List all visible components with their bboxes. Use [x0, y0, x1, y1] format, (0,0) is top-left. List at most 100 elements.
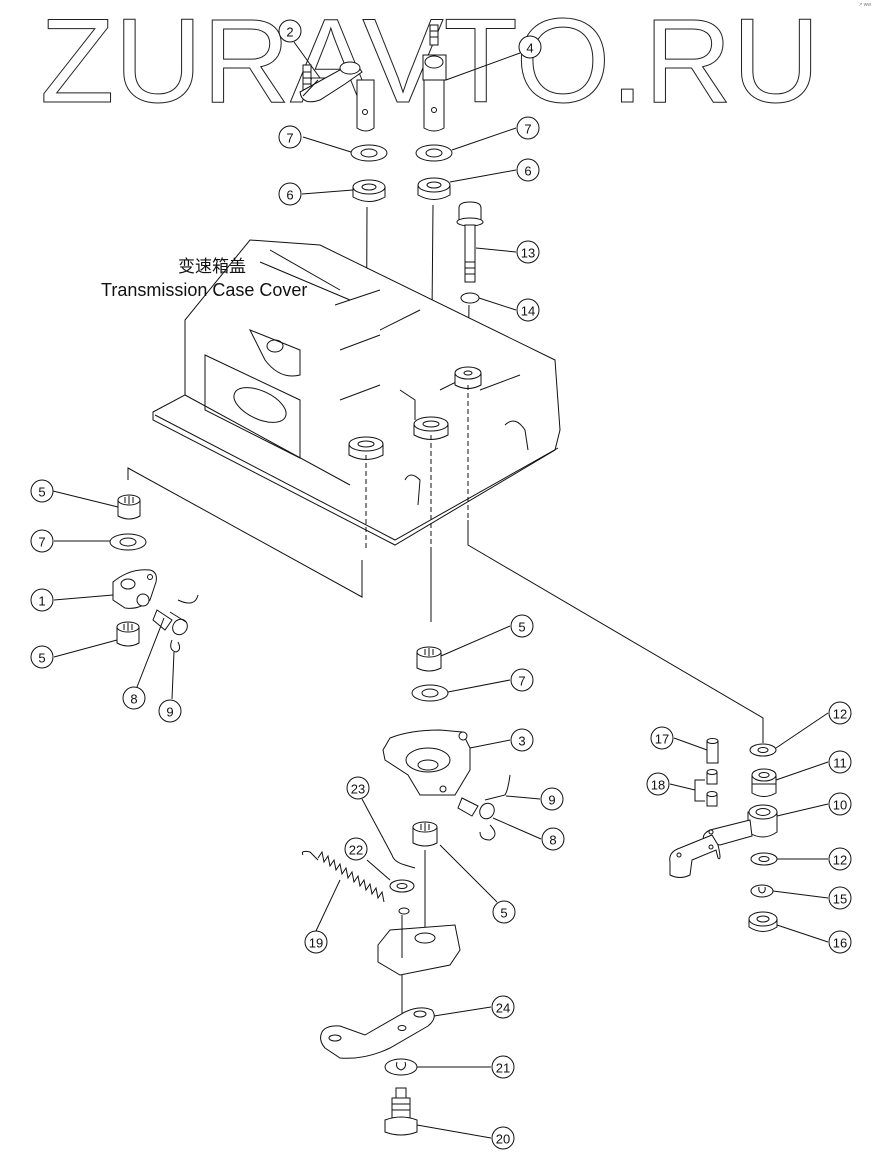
caption-chinese: 变速箱盖 [178, 257, 246, 276]
callout-number: 4 [526, 41, 533, 56]
callout-18: 18 [646, 772, 670, 796]
pins-18 [694, 769, 718, 807]
callout-8: 8 [122, 686, 146, 710]
callout-number: 12 [833, 707, 847, 722]
callout-circle [491, 1055, 515, 1079]
callout-number: 10 [833, 798, 847, 813]
callout-circle [346, 776, 370, 800]
callout-circle [30, 645, 54, 669]
callout-circle [122, 686, 146, 710]
callout-circle [304, 930, 328, 954]
seal-6-left [352, 179, 386, 202]
callout-number: 9 [166, 705, 173, 720]
callout-circle [510, 728, 534, 752]
callout-number: 17 [655, 732, 669, 747]
callout-number: 2 [286, 25, 293, 40]
callout-circle [278, 182, 302, 206]
bushing-11 [751, 768, 777, 797]
bolt-13 [456, 201, 484, 283]
leader-lines [52, 41, 829, 1139]
callout-number: 18 [651, 778, 665, 793]
transmission-case-cover [152, 239, 561, 546]
callout-5: 5 [30, 645, 54, 669]
callout-number: 7 [518, 674, 525, 689]
callout-circle [828, 701, 852, 725]
callout-number: 5 [500, 906, 507, 921]
callout-1: 1 [30, 588, 54, 612]
callout-number: 24 [496, 1001, 510, 1016]
washer-12-top [749, 743, 777, 757]
callout-16: 16 [828, 930, 852, 954]
snap-ring-15 [750, 884, 774, 898]
callout-4: 4 [518, 35, 542, 59]
callout-15: 15 [828, 886, 852, 910]
callout-19: 19 [304, 930, 328, 954]
clip-9-left [170, 594, 199, 653]
pin-17 [706, 738, 719, 764]
callout-number: 22 [349, 843, 363, 858]
callout-number: 13 [521, 246, 535, 261]
bolt-20 [384, 1087, 418, 1136]
callout-number: 1 [38, 594, 45, 609]
callout-number: 5 [38, 651, 45, 666]
spring-19 [301, 850, 410, 915]
callout-number: 12 [833, 853, 847, 868]
callout-number: 3 [518, 734, 525, 749]
plate-24 [320, 1007, 435, 1059]
washer-7-left [350, 144, 388, 162]
callout-13: 13 [516, 240, 540, 264]
callout-8: 8 [541, 827, 565, 851]
callout-number: 7 [38, 535, 45, 550]
callout-23: 23 [346, 776, 370, 800]
callout-21: 21 [491, 1055, 515, 1079]
bushing-5-lower [412, 821, 438, 847]
callout-circle [646, 772, 670, 796]
callout-12: 12 [828, 701, 852, 725]
callout-circle [30, 588, 54, 612]
pin-8-center [457, 797, 495, 820]
callout-circle [516, 240, 540, 264]
shift-arm-1 [112, 569, 157, 609]
callout-number: 7 [286, 131, 293, 146]
callout-circle [516, 116, 540, 140]
callout-circle [828, 886, 852, 910]
callout-number: 23 [351, 782, 365, 797]
callout-14: 14 [516, 298, 540, 322]
callout-number: 7 [524, 122, 531, 137]
callout-number: 19 [309, 936, 323, 951]
washer-7-left-group [109, 533, 147, 551]
callout-number: 20 [496, 1132, 510, 1147]
callout-circle [491, 1126, 515, 1150]
callout-circle [540, 787, 564, 811]
bushing-5-left-bottom [116, 621, 140, 647]
callout-7: 7 [278, 125, 302, 149]
callout-number: 8 [549, 833, 556, 848]
washer-12-bottom [750, 852, 778, 866]
callout-circle [541, 827, 565, 851]
bushing-5-center [416, 646, 442, 672]
callout-5: 5 [510, 614, 534, 638]
washer-7-right [415, 144, 453, 162]
callout-circle [510, 668, 534, 692]
lever-10 [669, 804, 778, 878]
callout-circle [518, 35, 542, 59]
callout-number: 15 [833, 892, 847, 907]
seal-6-right [417, 177, 451, 200]
callout-10: 10 [828, 792, 852, 816]
callout-number: 8 [130, 692, 137, 707]
callout-22: 22 [344, 837, 368, 861]
callout-circle [828, 930, 852, 954]
callout-circle [344, 837, 368, 861]
washer-22 [389, 879, 415, 893]
pin-8-left [152, 609, 188, 636]
callouts: 2477661314571589573982322519242120121711… [30, 19, 852, 1150]
callout-number: 6 [524, 164, 531, 179]
callout-circle [492, 900, 516, 924]
callout-circle [158, 699, 182, 723]
callout-circle [650, 726, 674, 750]
callout-7: 7 [516, 116, 540, 140]
callout-12: 12 [828, 847, 852, 871]
callout-6: 6 [278, 182, 302, 206]
callout-9: 9 [540, 787, 564, 811]
